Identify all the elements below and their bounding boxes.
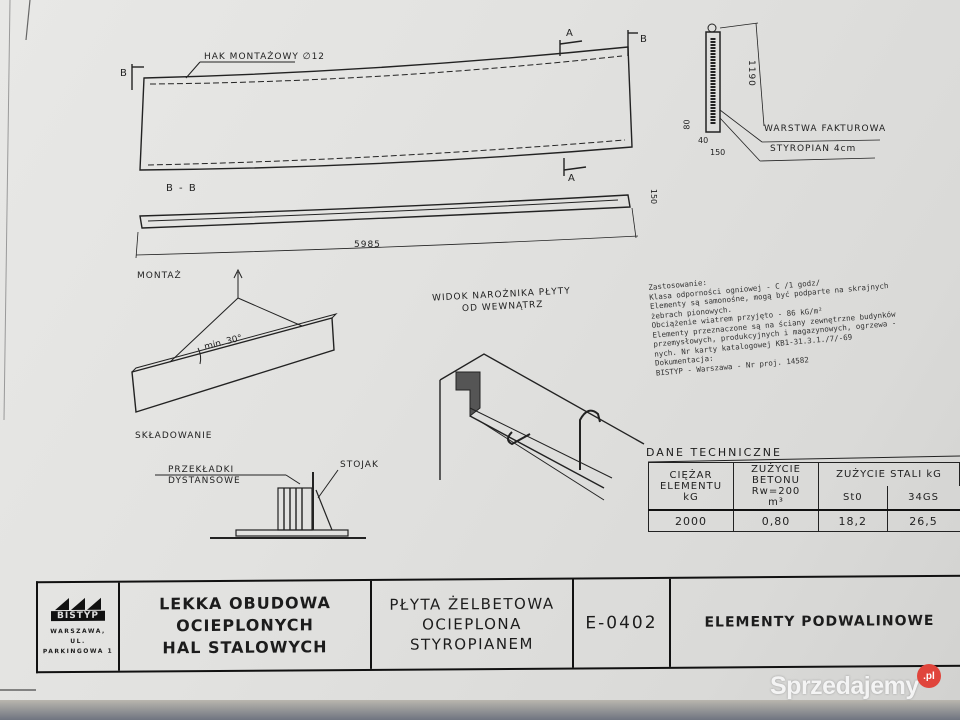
header-steel-st0: St0	[818, 485, 888, 511]
layer-facing: WARSTWA FAKTUROWA	[764, 124, 887, 134]
bistyp-logo: BISTYP WARSZAWA, UL. PARKINGOWA 1	[38, 582, 120, 672]
layer-styrofoam: STYROPIAN 4cm	[770, 144, 857, 154]
logo-address: WARSZAWA, UL. PARKINGOWA 1	[42, 627, 114, 655]
storage-title: SKŁADOWANIE	[135, 431, 213, 441]
section-mark-b-left: B	[120, 68, 129, 79]
section-bb-title: B - B	[166, 183, 198, 194]
project-name: LEKKA OBUDOWA OCIEPLONYCH HAL STALOWYCH	[120, 580, 372, 671]
watermark-badge: .pl	[917, 664, 941, 688]
dim-150: 150	[710, 148, 726, 157]
technical-data-table: CIĘŻAR ELEMENTU kG ZUŻYCIE BETONU Rw=200…	[648, 461, 960, 532]
element-category: ELEMENTY PODWALINOWE	[704, 612, 935, 631]
value-concrete: 0,80	[733, 509, 819, 532]
dim-80: 80	[682, 119, 692, 130]
section-mark-b-right: B	[640, 34, 649, 45]
technical-data-title: DANE TECHNICZNE	[646, 446, 782, 459]
table-surface	[0, 700, 960, 720]
value-steel-st0: 18,2	[818, 509, 888, 532]
value-steel-34gs: 26,5	[886, 509, 960, 532]
spacers-label-2: DYSTANSOWE	[168, 476, 241, 486]
table-row: 2000 0,80 18,2 26,5	[648, 509, 960, 532]
header-steel-34gs: 34GS	[886, 485, 960, 511]
title-block: BISTYP WARSZAWA, UL. PARKINGOWA 1 LEKKA …	[36, 574, 960, 674]
logo-name: BISTYP	[51, 610, 105, 621]
drawing-sheet	[0, 0, 960, 705]
header-weight: CIĘŻAR ELEMENTU kG	[648, 462, 734, 511]
section-mark-a-bottom: A	[568, 173, 577, 184]
dim-40: 40	[698, 136, 709, 145]
section-mark-a-top: A	[566, 28, 575, 39]
hook-label: HAK MONTAŻOWY ∅12	[204, 52, 326, 62]
rack-label: STOJAK	[340, 460, 379, 470]
thickness-dimension: 150	[649, 188, 659, 205]
spacers-label-1: PRZEKŁADKI	[168, 465, 235, 475]
length-dimension: 5985	[354, 240, 381, 250]
factory-roof-icon	[55, 597, 101, 610]
header-concrete: ZUŻYCIE BETONU Rw=200 m³	[733, 462, 819, 511]
watermark-brand: Sprzedajemy	[770, 672, 919, 700]
value-weight: 2000	[648, 509, 734, 532]
header-steel: ZUŻYCIE STALI kG	[818, 461, 960, 486]
drawing-code: E-0402	[574, 578, 671, 668]
element-name: PŁYTA ŻELBETOWA OCIEPLONA STYROPIANEM	[372, 579, 574, 669]
height-dimension: 1190	[746, 60, 756, 87]
montaz-title: MONTAŻ	[137, 271, 182, 281]
